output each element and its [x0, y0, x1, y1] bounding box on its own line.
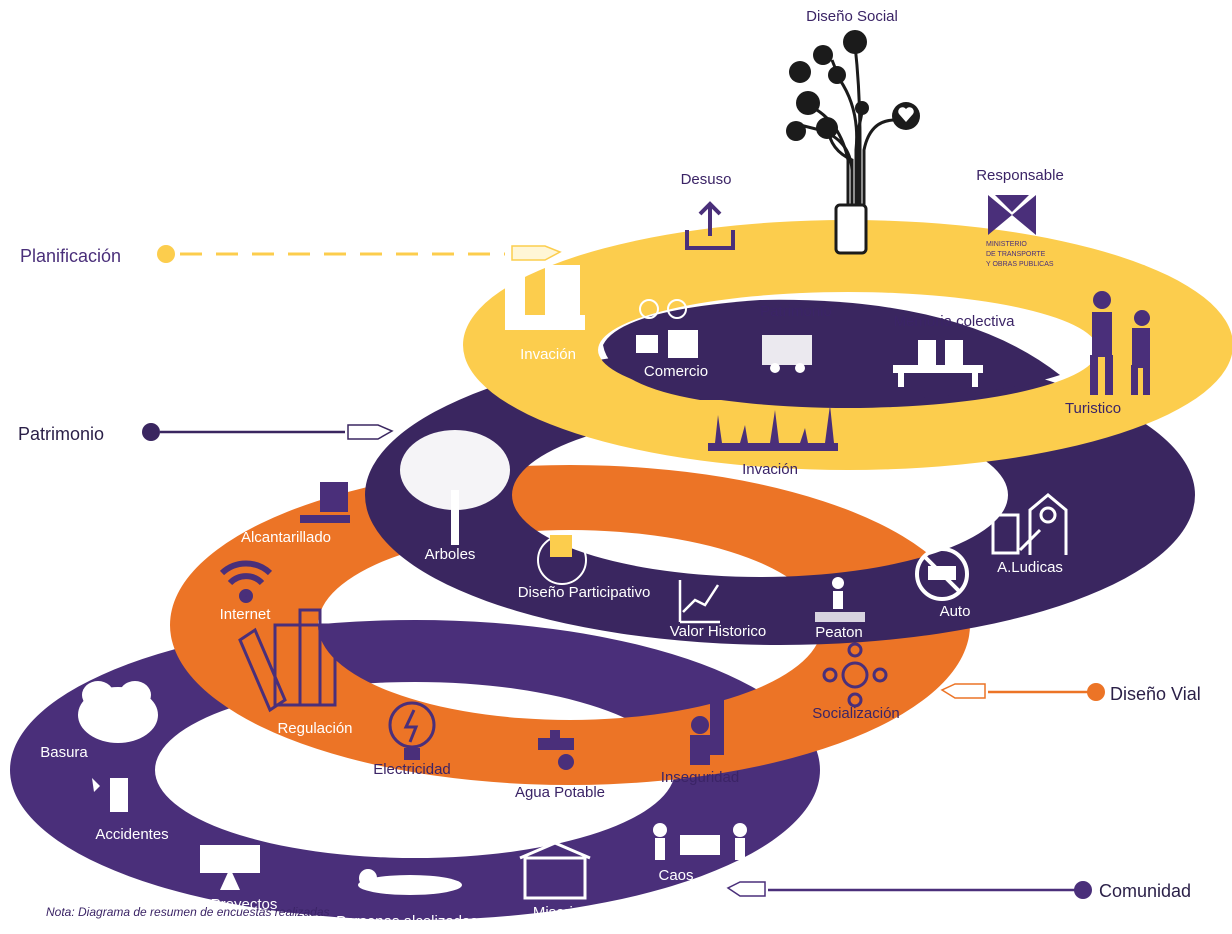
upload-icon	[685, 201, 735, 250]
diseno-vial-dot	[1087, 683, 1105, 701]
ring-diseno-vial	[170, 465, 970, 785]
label-patrimonio-item: Patrimonio	[760, 303, 832, 320]
ring-planificacion	[463, 220, 1232, 470]
chart-growth-icon	[678, 580, 720, 624]
planificacion-dot	[157, 245, 175, 263]
gamepad-icon	[789, 61, 811, 83]
label-peaton: Peaton	[815, 624, 863, 641]
sewer-icon	[300, 482, 350, 523]
playground-icon	[991, 493, 1068, 555]
chat-icon	[813, 45, 833, 65]
label-responsable: Responsable	[976, 167, 1064, 184]
electricity-icon	[388, 701, 436, 760]
wifi-icon	[219, 560, 273, 603]
participatory-hand-icon	[537, 535, 587, 585]
label-desuso: Desuso	[681, 171, 732, 188]
ministerio-line3: Y OBRAS PUBLICAS	[986, 261, 1054, 268]
label-diseno-participativo: Diseño Participativo	[518, 584, 651, 601]
legend-diseno-vial: Diseño Vial	[1110, 684, 1201, 704]
laptop-icon	[796, 91, 820, 115]
label-alcantarillado: Alcantarillado	[241, 529, 331, 546]
poor-house-icon	[519, 841, 591, 900]
label-memoria-colectiva: Memoria colectiva	[894, 313, 1016, 330]
hand-pointer-icon	[940, 683, 986, 699]
roadwork-barrier-icon	[200, 845, 260, 890]
star-icon	[855, 101, 869, 115]
tourists-icon	[1090, 291, 1150, 395]
label-internet: Internet	[220, 606, 272, 623]
label-turistico: Turistico	[1065, 400, 1121, 417]
label-invacion-2: Invación	[742, 461, 798, 478]
heart-glyph	[898, 107, 914, 122]
label-socializacion: Socialización	[812, 705, 900, 722]
train-icon	[762, 335, 812, 373]
drunk-person-icon	[358, 869, 462, 895]
label-comercio: Comercio	[644, 363, 708, 380]
tree-icon	[400, 430, 510, 545]
phone-icon	[834, 203, 868, 255]
comunidad-dot	[1074, 881, 1092, 899]
label-a-ludicas: A.Ludicas	[997, 559, 1063, 576]
legend-patrimonio: Patrimonio	[18, 424, 104, 444]
thief-icon	[690, 695, 724, 765]
ministerio-line1: MINISTERIO	[986, 241, 1027, 248]
label-electricidad: Electricidad	[373, 761, 451, 778]
bench-people-icon	[893, 340, 983, 387]
label-inseguridad: Inseguridad	[661, 769, 739, 786]
ministerio-logo	[988, 195, 1036, 235]
accident-icon	[92, 778, 128, 812]
hand-pointer-icon	[726, 881, 766, 897]
legend-comunidad: Comunidad	[1099, 881, 1191, 901]
label-auto: Auto	[940, 603, 971, 620]
label-invacion-1: Invación	[520, 346, 576, 363]
no-car-icon	[915, 547, 969, 601]
label-personas-alcolizadas: Personas alcolizadas	[336, 913, 478, 930]
pedestrian-icon	[815, 577, 865, 622]
label-miseria: Miseria	[533, 904, 582, 921]
label-valor-historico: Valor Historico	[670, 623, 766, 640]
globe-icon	[843, 30, 867, 54]
label-accidentes: Accidentes	[95, 826, 168, 843]
ring-patrimonio-inner-band	[603, 299, 1060, 400]
shopping-cart-icon	[636, 299, 698, 358]
legend-planificacion: Planificación	[20, 246, 121, 266]
title-diseno-social: Diseño Social	[806, 8, 898, 25]
city-plan-icon	[238, 608, 337, 713]
tv-icon	[828, 66, 846, 84]
mic-icon	[816, 117, 838, 139]
garbage-icon	[78, 681, 158, 743]
hand-pointer-icon	[511, 245, 562, 261]
water-tap-icon	[538, 730, 574, 770]
social-tree	[799, 44, 906, 205]
label-regulacion: Regulación	[277, 720, 352, 737]
label-agua-potable: Agua Potable	[515, 784, 605, 801]
label-basura: Basura	[40, 744, 88, 761]
grass-icon	[708, 405, 838, 451]
label-proyectos: Proyectos	[211, 896, 278, 913]
label-arboles: Arboles	[425, 546, 476, 563]
hand-pointer-icon	[347, 424, 394, 440]
web-icon	[786, 121, 806, 141]
footnote: Nota: Diagrama de resumen de encuestas r…	[46, 905, 330, 919]
chaos-icon	[653, 823, 747, 860]
socialization-icon	[822, 642, 888, 708]
patrimonio-dot	[142, 423, 160, 441]
ministerio-line2: DE TRANSPORTE	[986, 251, 1046, 258]
building-construction-icon	[505, 265, 585, 330]
label-caos: Caos	[658, 867, 693, 884]
